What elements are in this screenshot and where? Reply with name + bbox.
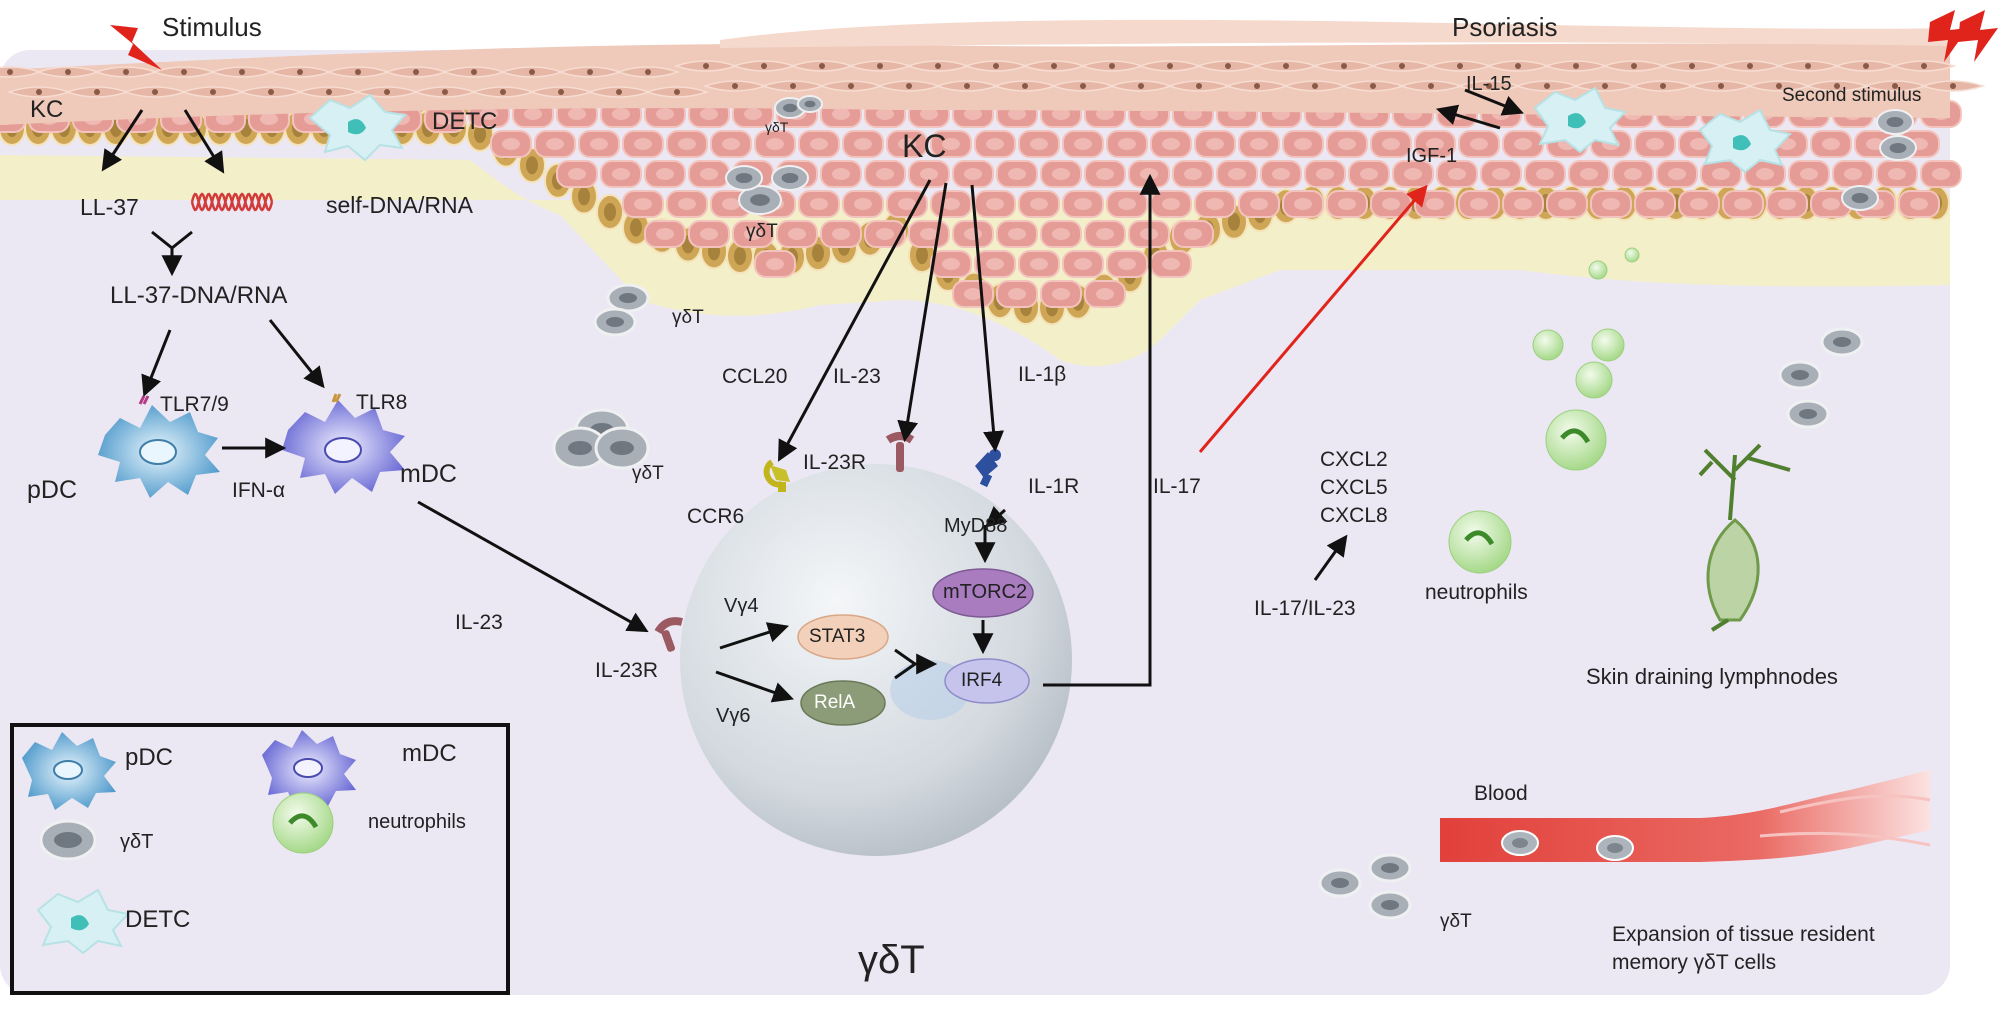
blood-label: Blood: [1474, 782, 1528, 805]
gdt-cluster-label: γδT: [632, 463, 664, 484]
il23r-receptor-left-icon: [654, 617, 683, 652]
detc-cell-right-1: [1533, 86, 1627, 154]
gdt-epi-label: γδT: [746, 221, 778, 242]
corneocytes: [0, 60, 1986, 98]
il23-left-label: IL-23: [455, 611, 503, 634]
il17-igf1-red-arrow: [1198, 184, 1428, 453]
lymphnode-icon: [1698, 443, 1791, 632]
gdt-dermis-label: γδT: [672, 307, 704, 328]
gdt-cluster-dermis: [552, 408, 650, 470]
cxcl-list: CXCL2 CXCL5 CXCL8: [1320, 446, 1388, 530]
scale-layer: [720, 19, 1950, 48]
expansion-line1-label: Expansion of tissue resident: [1612, 923, 1875, 946]
dna-helix-icon: [190, 192, 274, 212]
lightning-second-stimulus-icon: [1928, 10, 1968, 62]
il17-label: IL-17: [1153, 475, 1201, 498]
lightning-stimulus-icon: [110, 25, 162, 70]
lymphnodes-label: Skin draining lymphnodes: [1586, 664, 1838, 689]
legend-neutrophils-label: neutrophils: [368, 811, 466, 833]
self-dna-rna-label: self-DNA/RNA: [326, 192, 473, 218]
gdt-blood-label: γδT: [1440, 911, 1472, 932]
vg6-label: Vγ6: [716, 705, 751, 727]
cxcl-item: CXCL2: [1320, 448, 1388, 471]
il15-label: IL-15: [1466, 73, 1512, 95]
gdt-pair-dermis: [593, 283, 650, 337]
cxcl-item: CXCL8: [1320, 504, 1388, 527]
detc-cell-left: [308, 93, 407, 162]
legend-box: [10, 723, 510, 995]
gdt-big-label: γδT: [858, 938, 925, 982]
il23r-receptor-top-icon: [885, 432, 915, 472]
il23r-top-label: IL-23R: [803, 451, 867, 474]
rela-label: RelA: [814, 692, 856, 713]
legend-gdt-label: γδT: [120, 831, 154, 853]
il17-il23-label: IL-17/IL-23: [1254, 597, 1356, 620]
il23-top-label: IL-23: [833, 365, 881, 388]
basal-layer: [0, 84, 1950, 326]
tlr79-label: TLR7/9: [160, 393, 229, 416]
ll37-dna-rna-label: LL-37-DNA/RNA: [110, 282, 288, 309]
detc-label: DETC: [432, 108, 498, 135]
expansion-line2-label: memory γδT cells: [1612, 951, 1777, 974]
il1r-receptor-icon: [975, 449, 1001, 488]
lightning-second-stimulus-icon-2: [1958, 10, 1998, 62]
ll37-label: LL-37: [80, 194, 139, 220]
kc-left-label: KC: [30, 96, 64, 123]
ccr6-receptor-icon: [763, 459, 790, 492]
psoriasis-label: Psoriasis: [1452, 12, 1558, 42]
legend-detc-label: DETC: [125, 906, 191, 933]
basement-membrane: [0, 155, 1950, 367]
neutrophils-label: neutrophils: [1425, 581, 1528, 604]
stratum-corneum: [0, 43, 1950, 125]
gdt-cells-blood: [1318, 853, 1412, 920]
neutrophils-cluster: [1448, 247, 1640, 574]
il23r-left-label: IL-23R: [595, 659, 659, 682]
mtorc2-label: mTORC2: [943, 581, 1028, 603]
ccr6-label: CCR6: [687, 505, 745, 528]
stimulus-label: Stimulus: [162, 12, 262, 42]
il1r-label: IL-1R: [1028, 475, 1080, 498]
pdc-label: pDC: [27, 476, 78, 504]
vg4-label: Vγ4: [724, 595, 759, 617]
igf1-label: IGF-1: [1406, 145, 1458, 167]
gdt-cells-right-dermis: [1778, 327, 1864, 429]
kc-center-label: KC: [902, 128, 947, 164]
tlr8-label: TLR8: [356, 391, 408, 414]
legend-mdc-label: mDC: [402, 740, 457, 767]
second-stimulus-label: Second stimulus: [1782, 85, 1922, 106]
ccl20-label: CCL20: [722, 365, 788, 388]
legend-pdc-label: pDC: [125, 744, 174, 771]
il1b-label: IL-1β: [1018, 363, 1067, 386]
detc-cell-right-2: [1698, 108, 1792, 174]
irf4-label: IRF4: [961, 670, 1003, 691]
keratinocyte-layer: [0, 100, 1962, 308]
stat3-label: STAT3: [809, 626, 866, 647]
myd88-label: MyD88: [944, 515, 1008, 537]
ifn-alpha-label: IFN-α: [232, 479, 285, 502]
mdc-label: mDC: [400, 460, 457, 488]
cxcl-item: CXCL5: [1320, 476, 1388, 499]
gdt-epi-small-label: γδT: [765, 119, 789, 135]
